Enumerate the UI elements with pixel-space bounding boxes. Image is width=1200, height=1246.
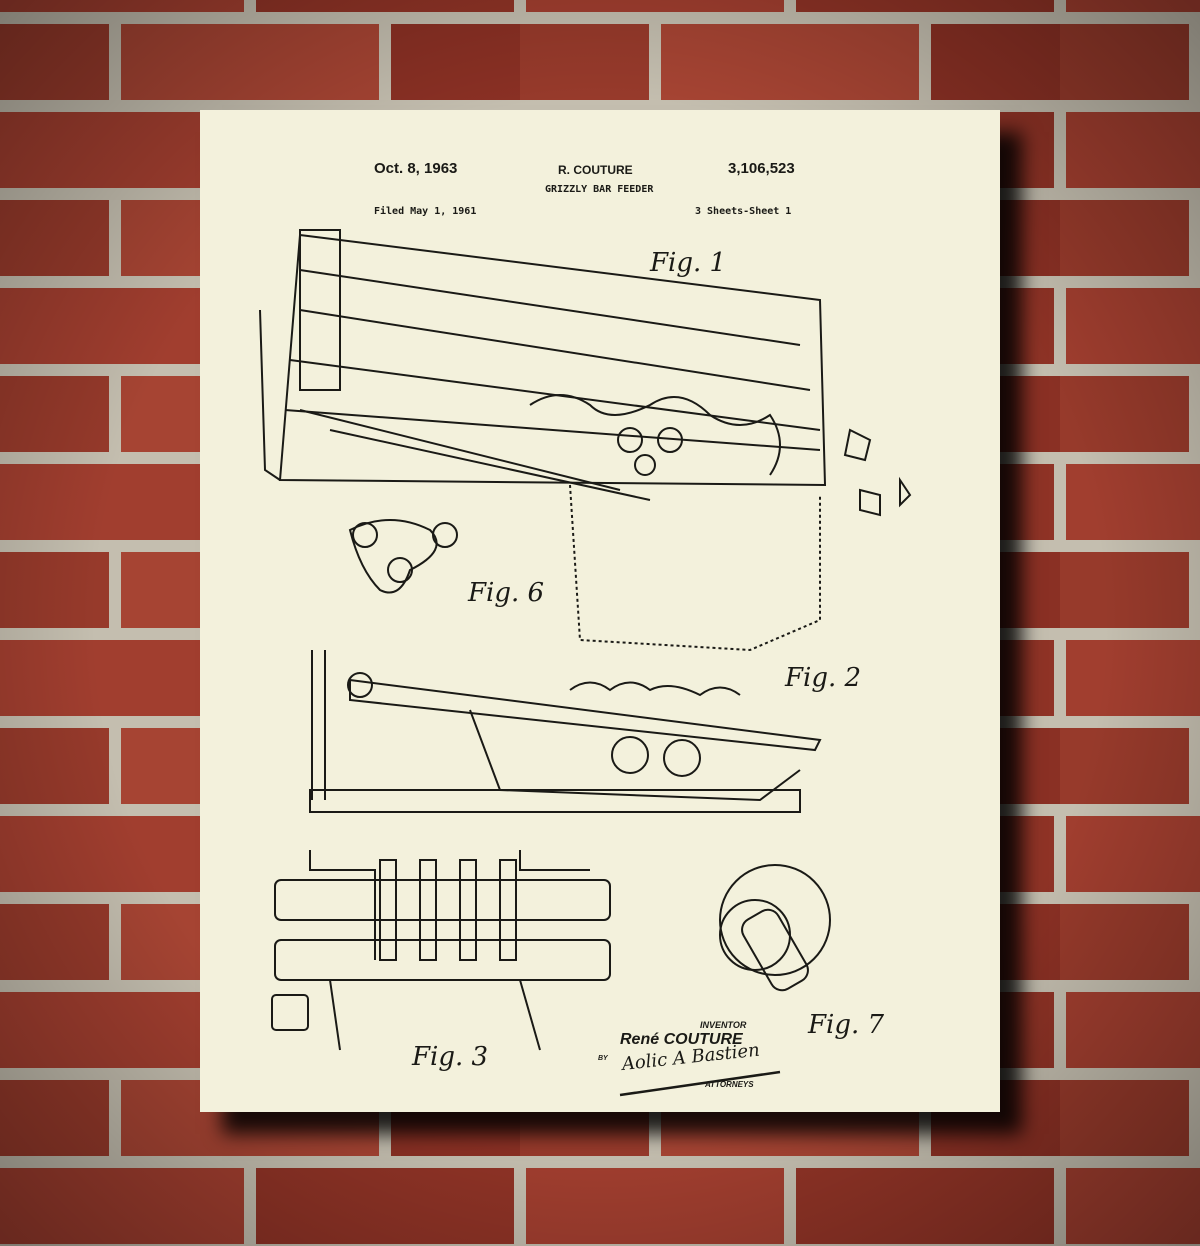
patent-sheets: 3 Sheets-Sheet 1 [695, 206, 792, 217]
fig1-drawing [259, 229, 912, 652]
patent-poster: Oct. 8, 1963 R. COUTURE 3,106,523 GRIZZL… [200, 110, 1000, 1112]
patent-date: Oct. 8, 1963 [374, 160, 458, 177]
patent-inventor-header: R. COUTURE [558, 163, 633, 177]
fig-6-label: Fig. 6 [468, 578, 545, 608]
fig6-drawing [348, 519, 458, 594]
attorneys-label: ATTORNEYS [705, 1080, 754, 1089]
fig3-drawing [271, 850, 611, 1051]
patent-title: GRIZZLY BAR FEEDER [545, 184, 654, 195]
patent-filed: Filed May 1, 1961 [374, 206, 477, 217]
fig-2-label: Fig. 2 [785, 663, 862, 693]
fig2-drawing [309, 650, 822, 813]
patent-number: 3,106,523 [728, 160, 795, 177]
fig-1-label: Fig. 1 [650, 248, 727, 278]
by-label: BY [598, 1055, 608, 1062]
inventor-label: INVENTOR [700, 1020, 747, 1030]
patent-drawings [259, 229, 912, 1097]
signature-underline [619, 1070, 781, 1097]
inventor-name: René COUTURE [620, 1031, 743, 1048]
fig-3-label: Fig. 3 [412, 1042, 489, 1072]
fig7-drawing [719, 864, 831, 992]
fig-7-label: Fig. 7 [808, 1010, 885, 1040]
